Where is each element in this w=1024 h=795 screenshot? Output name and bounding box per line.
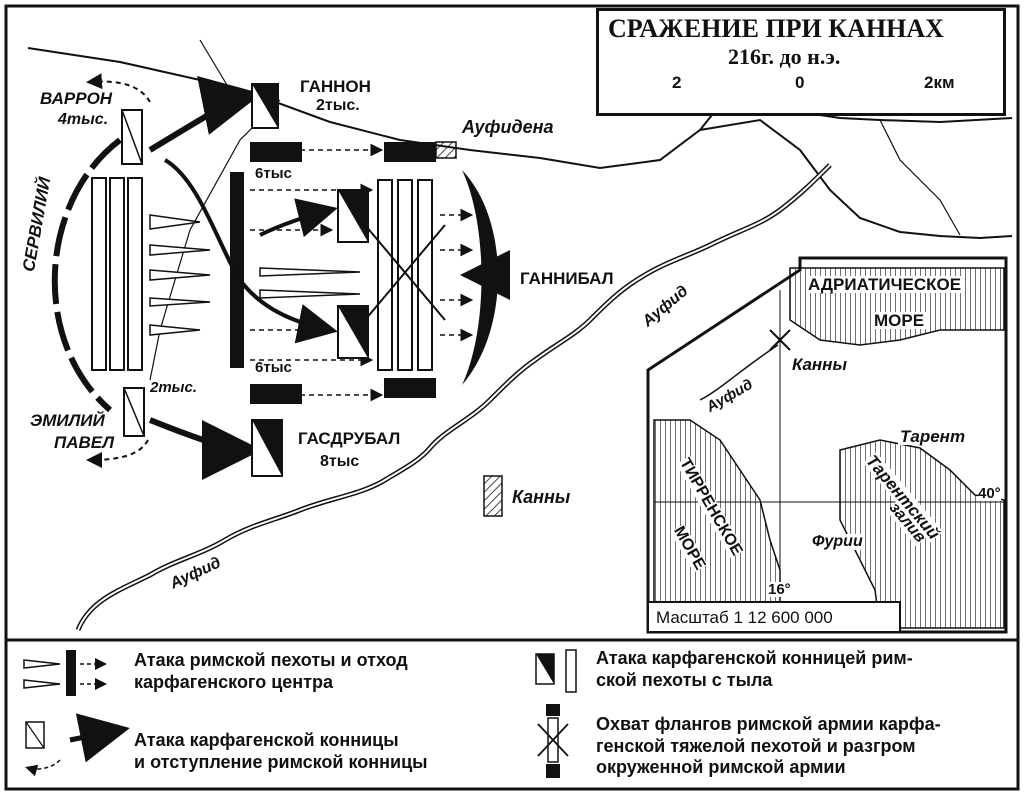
heavy-infantry-top-left	[250, 142, 302, 162]
gannibal-crescent	[462, 170, 498, 385]
label-six-bottom: 6тыс	[255, 359, 292, 376]
arc-bottom	[148, 417, 262, 480]
legend-item-2: Атака карфагенской конницы и отступление…	[134, 730, 428, 772]
legend-symbol-4	[537, 704, 569, 778]
label-emilii-count: 2тыс.	[150, 379, 197, 396]
label-gasdrubal: ГАСДРУБАЛ	[298, 429, 401, 448]
map-year: 216г. до н.э.	[728, 44, 841, 69]
label-varron: ВАРРОН	[40, 89, 113, 108]
label-kanny: Канны	[512, 487, 571, 507]
heavy-infantry-top-right	[384, 142, 436, 162]
inset-scale-box	[647, 601, 901, 633]
label-tarent: Тарент	[898, 427, 968, 446]
arc-top	[148, 76, 262, 153]
legend-symbol-2	[25, 713, 130, 777]
label-six-top: 6тыс	[255, 165, 292, 182]
label-pavel: ПАВЕЛ	[54, 433, 115, 452]
legend-item-1: Атака римской пехоты и отход карфагенско…	[134, 650, 408, 692]
emilii-retreat	[86, 439, 149, 468]
label-varron-count: 4тыс.	[58, 111, 109, 128]
map-frame	[4, 4, 1020, 791]
label-gannon: ГАННОН	[300, 77, 371, 96]
label-gannibal: ГАННИБАЛ	[520, 269, 614, 288]
stream-3	[879, 119, 961, 236]
title-box	[596, 8, 1006, 116]
legend-symbol-1	[23, 650, 107, 696]
roman-infantry-rear	[91, 177, 143, 371]
center-retreat-arrows	[250, 143, 474, 402]
inset-scale: Масштаб 1 12 600 000	[656, 608, 833, 627]
roman-attack-arrows	[149, 214, 361, 336]
heavy-infantry-bottom-left	[250, 384, 302, 404]
varron-retreat	[86, 73, 151, 103]
legend-item-4: Охват флангов римской армии карфа- генск…	[596, 714, 941, 778]
scale-tick-left: 2	[672, 73, 682, 92]
label-adriatic-1: АДРИАТИЧЕСКОЕ	[806, 275, 964, 294]
rout-cross-2	[364, 224, 446, 321]
legend-symbol-3	[535, 649, 577, 693]
heavy-infantry-bottom-right	[384, 378, 436, 398]
label-lon16: 16°	[768, 581, 791, 598]
map-title: СРАЖЕНИЕ ПРИ КАННАХ	[608, 14, 944, 43]
carthage-center	[230, 172, 244, 368]
kanny-town	[483, 475, 503, 517]
cav-attack-1	[163, 158, 338, 344]
cav-attack-2	[259, 198, 338, 238]
scale-tick-right: 2км	[924, 73, 955, 92]
roman-infantry-encircled	[377, 179, 433, 371]
label-adriatic-2: МОРЕ	[872, 311, 927, 330]
label-furii: Фурии	[810, 533, 865, 550]
stream-2	[199, 39, 231, 91]
label-gasdrubal-count: 8тыс	[320, 453, 360, 470]
aufidena-block	[435, 141, 457, 159]
arc-left	[51, 137, 122, 413]
legend-item-3: Атака карфагенской конницей рим- ской пе…	[596, 648, 913, 690]
label-inset-kanny: Канны	[792, 355, 847, 374]
label-aufidena: Ауфидена	[462, 117, 554, 137]
label-gannon-count: 2тыс.	[316, 97, 360, 114]
label-lat40: 40°	[978, 485, 1001, 502]
label-emilii: ЭМИЛИЙ	[30, 411, 105, 430]
scale-tick-center: 0	[795, 73, 805, 92]
